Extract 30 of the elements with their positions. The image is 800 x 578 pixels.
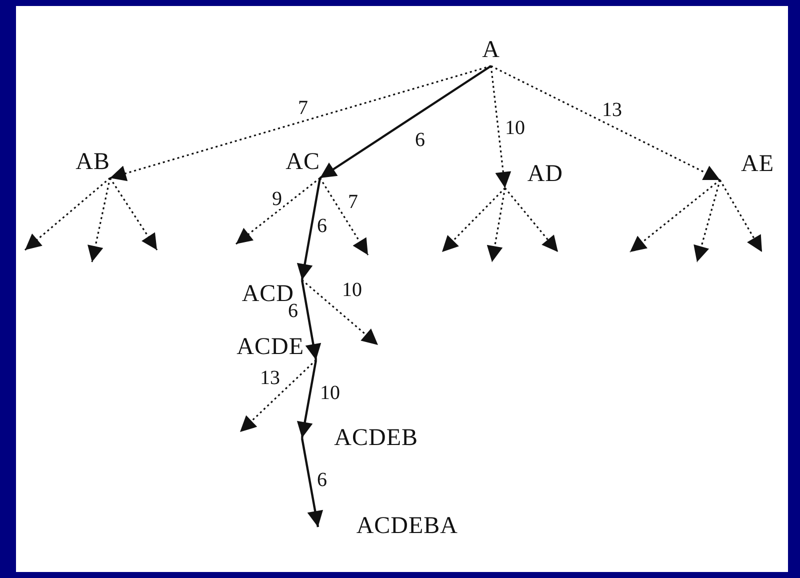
- arrow: [24, 177, 111, 251]
- arrow: [719, 180, 763, 252]
- edge-label: 9: [271, 189, 283, 209]
- arrow: [504, 188, 559, 252]
- arrow: [239, 359, 317, 433]
- tree-node-label: AD: [505, 160, 563, 188]
- tree-node-label: ACDE: [218, 334, 316, 360]
- tree-node-label: AC: [270, 150, 320, 178]
- arrow: [301, 279, 379, 346]
- arrow: [441, 187, 506, 253]
- arrow: [236, 177, 320, 245]
- arrow: [490, 66, 512, 188]
- arrow: [319, 178, 369, 256]
- tree-node-label: AE: [720, 152, 774, 180]
- arrow: [109, 178, 158, 250]
- arrow: [300, 280, 322, 360]
- tree-node-label: ACDEBA: [318, 512, 458, 540]
- arrow: [296, 178, 322, 280]
- arrow: [88, 178, 111, 262]
- arrow: [319, 65, 492, 179]
- tree-node-label: AB: [60, 150, 110, 178]
- tree-node-label: ACDEB: [302, 424, 418, 452]
- arrow: [490, 65, 720, 181]
- tree-node-label: A: [476, 38, 506, 66]
- arrow: [630, 179, 720, 253]
- arrow: [110, 65, 492, 182]
- arrow: [486, 188, 506, 262]
- arrow: [300, 438, 324, 528]
- arrow: [296, 360, 318, 438]
- arrow: [694, 180, 721, 262]
